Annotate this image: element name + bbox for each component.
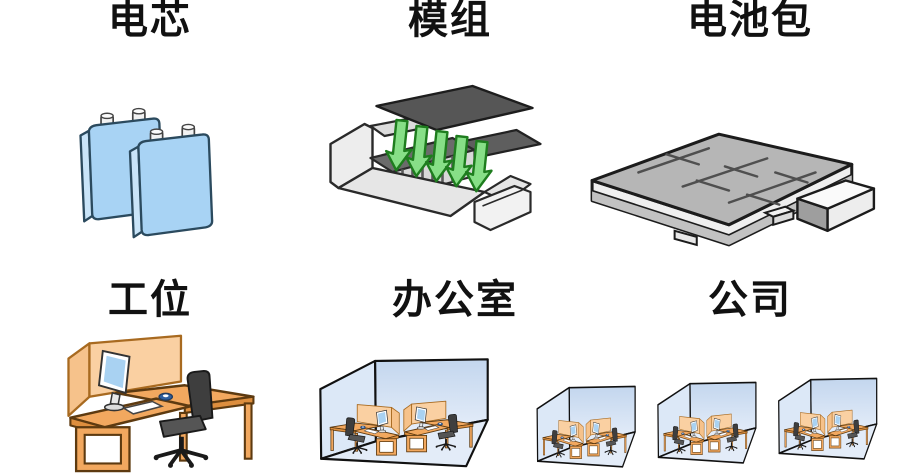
battery-pack-illustration [578, 112, 890, 248]
battery-module-icon [329, 84, 542, 232]
pack-seam-lines [637, 147, 817, 206]
office-illustration [293, 356, 525, 472]
label-company: 公司 [708, 278, 792, 322]
label-battery-module: 模组 [408, 0, 492, 42]
label-battery-cell: 电芯 [108, 0, 192, 42]
workstation-icon [66, 333, 256, 473]
pack-body [590, 132, 854, 247]
company-illustration [528, 374, 896, 473]
workstation-illustration [55, 330, 265, 473]
battery-cells-icon [79, 107, 214, 239]
label-workstation: 工位 [108, 278, 192, 322]
module-front-wall [337, 166, 486, 218]
pack-side-module [796, 179, 876, 233]
battery-cells-illustration [58, 100, 243, 240]
module-end-plate [473, 184, 532, 232]
label-battery-pack: 电池包 [687, 0, 813, 42]
battery-pack-icon [590, 132, 876, 247]
label-office: 办公室 [392, 278, 518, 322]
module-top-cover [375, 84, 534, 132]
office-room-icon [293, 356, 525, 472]
battery-cell-right [128, 123, 214, 239]
pack-connector-tab [762, 205, 797, 227]
battery-module-illustration [322, 80, 547, 256]
company-rooms-icon [528, 374, 896, 473]
